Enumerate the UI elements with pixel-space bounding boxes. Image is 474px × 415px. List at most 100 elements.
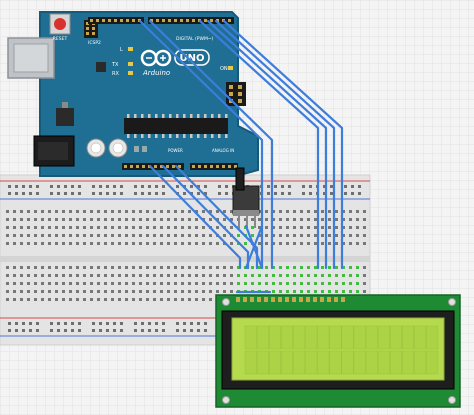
connected-hole (307, 274, 310, 277)
breadboard-hole (195, 210, 198, 213)
breadboard-hole (148, 329, 151, 332)
breadboard-hole (202, 226, 205, 229)
breadboard-hole (134, 322, 137, 325)
breadboard-hole (20, 282, 23, 285)
lcd-pin (271, 297, 275, 302)
breadboard-hole (167, 274, 170, 277)
lcd-cell (402, 325, 415, 350)
breadboard-hole (174, 210, 177, 213)
breadboard-hole (15, 329, 18, 332)
breadboard-hole (162, 192, 165, 195)
connected-hole (272, 266, 275, 269)
breadboard-hole (92, 322, 95, 325)
breadboard-hole (279, 218, 282, 221)
breadboard-hole (195, 242, 198, 245)
lcd-cell (256, 325, 269, 350)
lcd-pin (278, 297, 282, 302)
breadboard-hole (293, 242, 296, 245)
breadboard-hole (223, 218, 226, 221)
header-pin (216, 19, 219, 22)
l-label: L (120, 47, 123, 53)
breadboard-hole (111, 266, 114, 269)
breadboard-hole (34, 266, 37, 269)
breadboard-hole (209, 266, 212, 269)
lcd-mount-hole-tr (448, 298, 456, 306)
breadboard-hole (27, 226, 30, 229)
breadboard-hole (69, 290, 72, 293)
breadboard-hole (13, 226, 16, 229)
breadboard-hole (50, 192, 53, 195)
breadboard-hole (125, 218, 128, 221)
breadboard-hole (76, 282, 79, 285)
breadboard-hole (363, 274, 366, 277)
breadboard-hole (8, 185, 11, 188)
breadboard-hole (99, 185, 102, 188)
header-pin (160, 165, 163, 168)
uno-badge (174, 49, 210, 66)
smd-component-a (134, 146, 139, 152)
breadboard-hole (258, 226, 261, 229)
breadboard-hole (188, 282, 191, 285)
breadboard-hole (307, 210, 310, 213)
breadboard-hole (132, 274, 135, 277)
breadboard-hole (41, 234, 44, 237)
potentiometer-shaft[interactable] (235, 167, 245, 191)
breadboard-hole (90, 218, 93, 221)
breadboard-hole (363, 282, 366, 285)
breadboard-hole (97, 210, 100, 213)
potentiometer-leg-3 (254, 216, 256, 228)
breadboard-hole (202, 266, 205, 269)
breadboard-hole (225, 192, 228, 195)
header-pin (204, 19, 207, 22)
breadboard-hole (90, 298, 93, 301)
reset-button[interactable] (54, 18, 66, 30)
breadboard-hole (27, 282, 30, 285)
lcd-display (215, 294, 461, 408)
breadboard-hole (321, 234, 324, 237)
breadboard-hole (155, 322, 158, 325)
breadboard-hole (342, 242, 345, 245)
header-pin (136, 165, 139, 168)
breadboard-hole (90, 274, 93, 277)
breadboard-hole (209, 218, 212, 221)
connected-hole (342, 266, 345, 269)
connected-hole (349, 290, 352, 293)
breadboard-hole (27, 290, 30, 293)
breadboard-hole (167, 210, 170, 213)
connected-hole (335, 282, 338, 285)
breadboard-hole (216, 226, 219, 229)
breadboard-hole (342, 226, 345, 229)
breadboard-hole (153, 290, 156, 293)
breadboard-hole (328, 242, 331, 245)
breadboard-hole (134, 329, 137, 332)
potentiometer[interactable] (232, 167, 260, 228)
breadboard-hole (104, 226, 107, 229)
breadboard-hole (148, 192, 151, 195)
breadboard-hole (78, 192, 81, 195)
breadboard-hole (356, 234, 359, 237)
on-label: ON (220, 66, 228, 72)
breadboard-hole (134, 192, 137, 195)
center-channel (0, 256, 370, 262)
breadboard-hole (48, 282, 51, 285)
header-pin (228, 19, 231, 22)
breadboard-hole (349, 234, 352, 237)
connected-hole (293, 274, 296, 277)
connected-hole (335, 274, 338, 277)
breadboard-hole (20, 274, 23, 277)
connected-hole (286, 290, 289, 293)
breadboard-hole (167, 266, 170, 269)
breadboard-hole (76, 226, 79, 229)
breadboard-hole (20, 298, 23, 301)
breadboard-hole (27, 234, 30, 237)
breadboard-hole (363, 218, 366, 221)
digital-header-right (148, 17, 234, 24)
breadboard-hole (104, 218, 107, 221)
breadboard-hole (118, 210, 121, 213)
jumper-wire (222, 19, 344, 270)
breadboard-hole (153, 266, 156, 269)
connected-hole (279, 290, 282, 293)
breadboard-hole (286, 234, 289, 237)
breadboard-hole (8, 329, 11, 332)
breadboard-hole (181, 298, 184, 301)
